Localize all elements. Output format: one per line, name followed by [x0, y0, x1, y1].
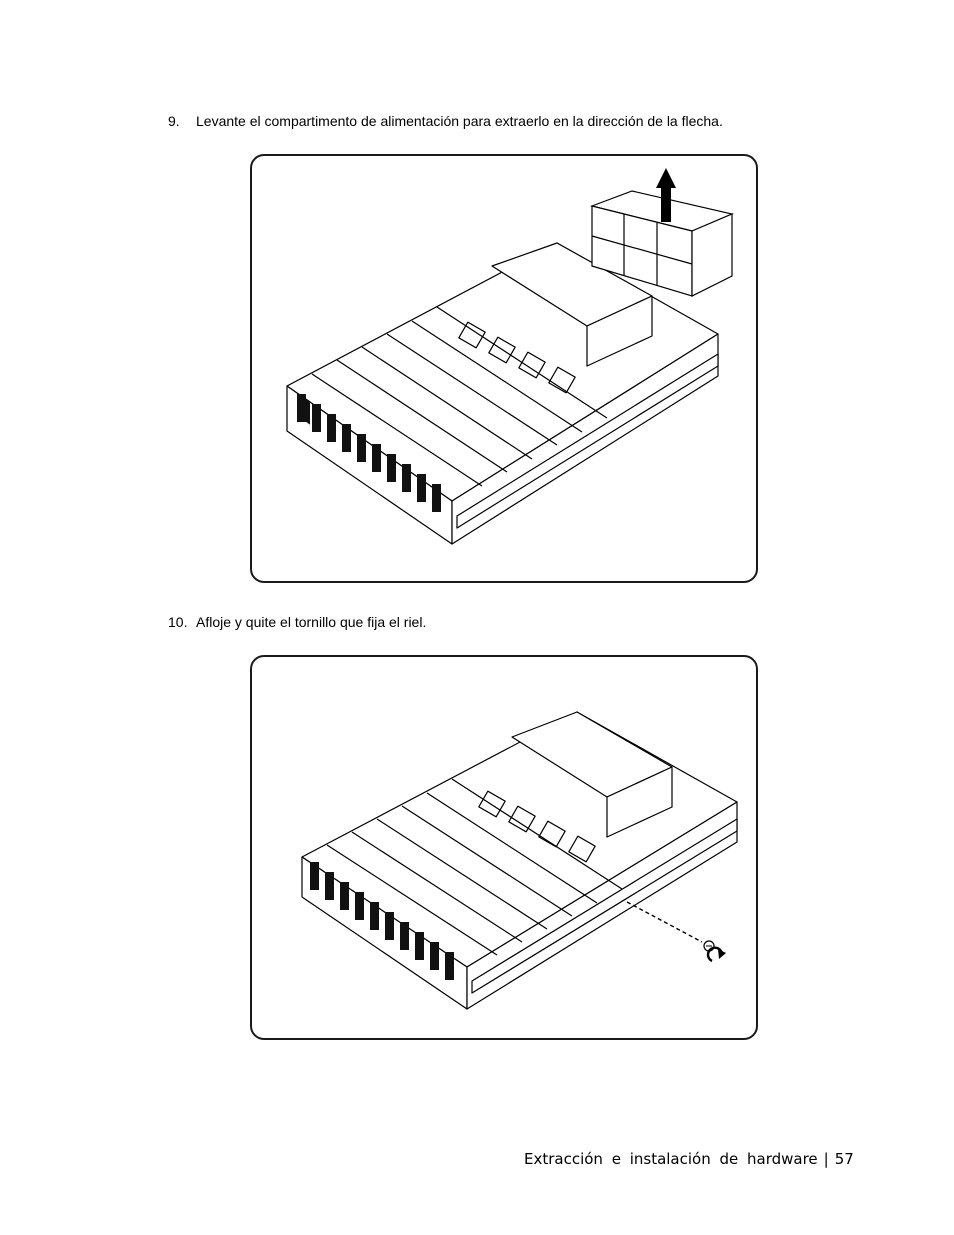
- page-footer: Extracción e instalación de hardware | 57: [524, 1150, 854, 1168]
- step-number: 10.: [168, 614, 188, 630]
- step-9: 9. Levante el compartimento de alimentaci…: [168, 112, 723, 130]
- step-number: 9.: [168, 113, 180, 129]
- footer-separator: |: [823, 1150, 829, 1168]
- footer-section-title: Extracción e instalación de hardware: [524, 1150, 818, 1168]
- page-number: 57: [834, 1150, 854, 1168]
- figure-rail-screw-removal: [250, 655, 758, 1040]
- step-10: 10. Afloje y quite el tornillo que fija e…: [168, 613, 426, 631]
- server-chassis-illustration: [301, 711, 738, 1010]
- rotate-counterclockwise-icon: [706, 946, 726, 963]
- server-chassis-illustration: [286, 168, 734, 545]
- screw-guide-line: [626, 901, 703, 943]
- up-arrow-icon: [656, 168, 676, 222]
- step-text: Afloje y quite el tornillo que fija el r…: [196, 614, 427, 630]
- step-text: Levante el compartimento de alimentación…: [196, 113, 723, 129]
- figure-power-cage-removal: [250, 154, 758, 583]
